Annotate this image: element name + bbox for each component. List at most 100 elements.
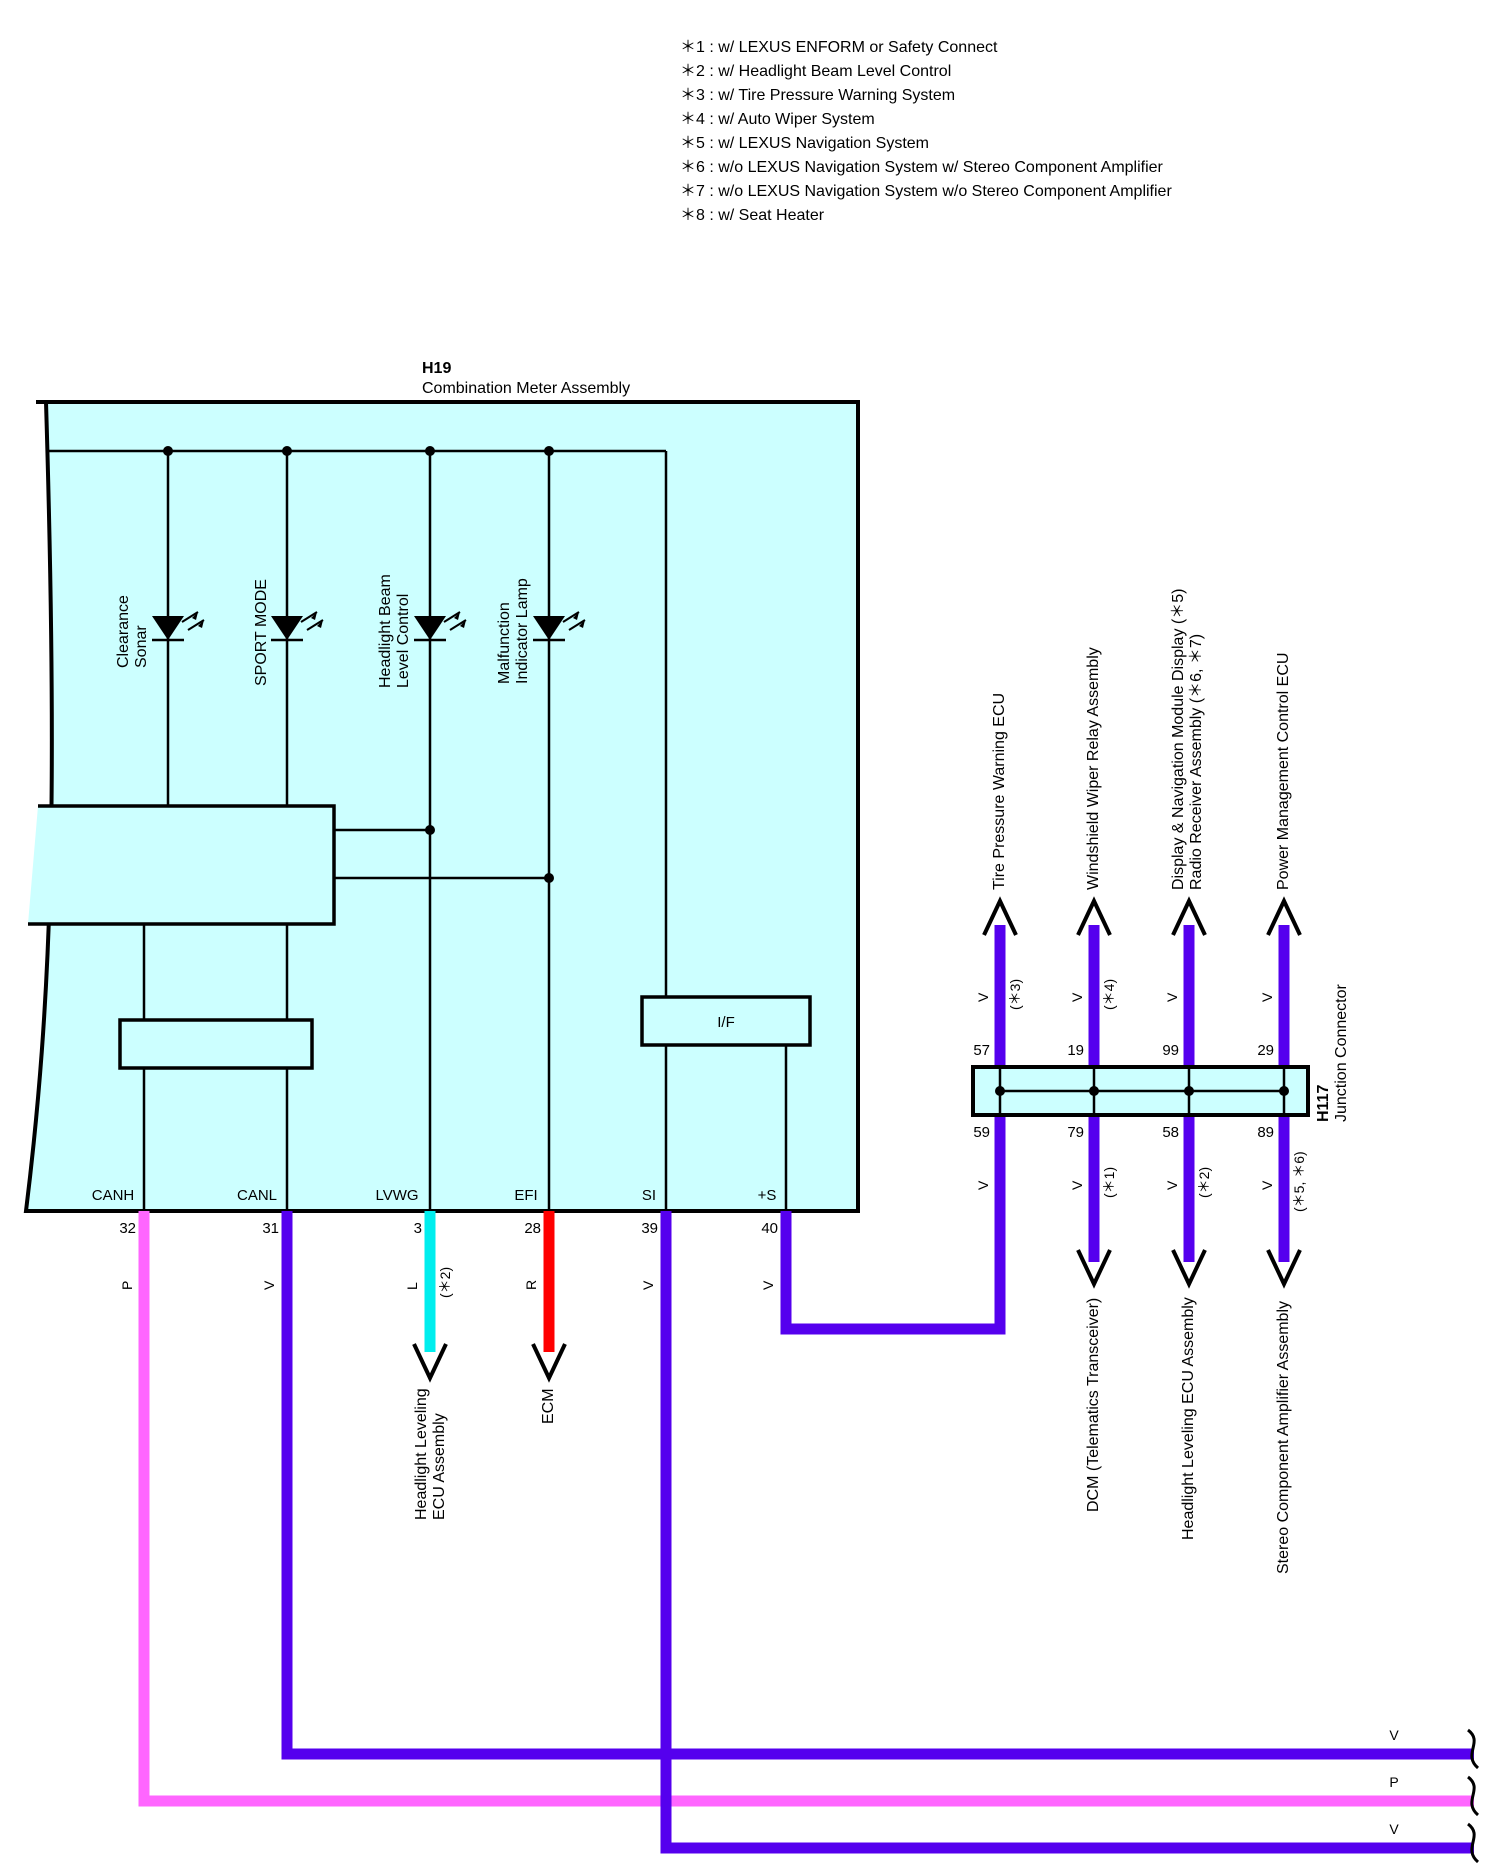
pin-28: 28 bbox=[524, 1220, 541, 1237]
led-clearance-sonar-icon bbox=[152, 611, 205, 642]
jc-pin-19: 19 bbox=[1067, 1042, 1084, 1059]
arrow-down-lvwg-icon bbox=[412, 1343, 448, 1383]
pin-32: 32 bbox=[119, 1220, 136, 1237]
junction-bottom-destinations: DCM (Telematics Transceiver) Headlight L… bbox=[1085, 1297, 1292, 1574]
note-5: ＊5 : w/ LEXUS Navigation System bbox=[680, 135, 929, 152]
svg-text:Radio Receiver Assembly (＊6, ＊: Radio Receiver Assembly (＊6, ＊7) bbox=[1188, 634, 1205, 890]
dest-power-management-ecu: Power Management Control ECU bbox=[1275, 653, 1292, 890]
jc-pin-58: 58 bbox=[1162, 1124, 1179, 1141]
jc-bottom-note-79: (＊1) bbox=[1101, 1167, 1117, 1198]
lamp-label-sport-mode: SPORT MODE bbox=[253, 579, 270, 686]
break-marks-icon bbox=[1466, 1728, 1480, 1864]
bus-label-canl: V bbox=[1389, 1727, 1399, 1743]
wire-canh bbox=[138, 1211, 1474, 1807]
junction-connector-h117: H117 Junction Connector 57 19 99 29 59 7… bbox=[971, 979, 1350, 1212]
can-transceiver-box bbox=[118, 1018, 314, 1070]
jc-pin-79: 79 bbox=[1067, 1124, 1084, 1141]
wire-plus-s bbox=[780, 925, 1006, 1335]
arrow-down-58-icon bbox=[1171, 1249, 1207, 1289]
led-malfunction-indicator-icon bbox=[533, 611, 586, 642]
jc-bottom-color-89: V bbox=[1259, 1180, 1275, 1190]
dest-windshield-wiper-relay: Windshield Wiper Relay Assembly bbox=[1085, 647, 1102, 890]
color-code-canh: P bbox=[119, 1281, 135, 1290]
jc-pin-89: 89 bbox=[1257, 1124, 1274, 1141]
svg-text:Clearance: Clearance bbox=[115, 595, 132, 668]
terminal-efi: EFI bbox=[514, 1187, 537, 1204]
meter-logic-module bbox=[28, 804, 336, 926]
note-3: ＊3 : w/ Tire Pressure Warning System bbox=[680, 87, 955, 104]
jc-pin-59: 59 bbox=[973, 1124, 990, 1141]
bus-label-si: V bbox=[1389, 1821, 1399, 1837]
pin-39: 39 bbox=[641, 1220, 658, 1237]
pin-31: 31 bbox=[262, 1220, 279, 1237]
terminal-canh: CANH bbox=[92, 1187, 135, 1204]
arrow-up-19-icon bbox=[1076, 896, 1112, 936]
dest-dcm-telematics: DCM (Telematics Transceiver) bbox=[1085, 1298, 1102, 1512]
svg-text:Headlight Leveling: Headlight Leveling bbox=[413, 1388, 430, 1520]
arrow-up-99-icon bbox=[1171, 896, 1207, 936]
svg-text:Sonar: Sonar bbox=[133, 625, 150, 668]
color-code-si: V bbox=[640, 1280, 656, 1290]
note-7: ＊7 : w/o LEXUS Navigation System w/o Ste… bbox=[680, 183, 1172, 200]
junction-code: H117 bbox=[1315, 1085, 1332, 1122]
combination-meter-assembly: H19 Combination Meter Assembly bbox=[23, 360, 860, 1237]
jc-top-note-19: (＊4) bbox=[1101, 979, 1117, 1010]
svg-text:SPORT MODE: SPORT MODE bbox=[253, 579, 270, 686]
dest-display-navigation-module: Display & Navigation Module Display (＊5)… bbox=[1170, 589, 1205, 890]
jc-bottom-color-59: V bbox=[975, 1180, 991, 1190]
terminal-canl: CANL bbox=[237, 1187, 277, 1204]
junction-top-destinations: Tire Pressure Warning ECU Windshield Wip… bbox=[991, 589, 1292, 890]
led-sport-mode-icon bbox=[271, 611, 324, 642]
note-6: ＊6 : w/o LEXUS Navigation System w/ Ster… bbox=[680, 159, 1164, 176]
jc-top-color-99: V bbox=[1164, 992, 1180, 1002]
junction-dots bbox=[163, 446, 554, 883]
jc-bottom-color-58: V bbox=[1164, 1180, 1180, 1190]
terminal-plus-s: +S bbox=[758, 1187, 777, 1204]
lamp-label-malfunction-indicator: Malfunction Indicator Lamp bbox=[496, 578, 531, 684]
terminal-lvwg: LVWG bbox=[375, 1187, 418, 1204]
arrow-up-57-icon bbox=[982, 896, 1018, 936]
note-1: ＊1 : w/ LEXUS ENFORM or Safety Connect bbox=[680, 39, 998, 56]
pin-40: 40 bbox=[761, 1220, 778, 1237]
jc-top-color-29: V bbox=[1259, 992, 1275, 1002]
arrow-down-79-icon bbox=[1076, 1249, 1112, 1289]
svg-text:Indicator Lamp: Indicator Lamp bbox=[514, 578, 531, 684]
jc-top-color-19: V bbox=[1069, 992, 1085, 1002]
bus-label-canh: P bbox=[1389, 1774, 1398, 1790]
wire-canl bbox=[281, 1211, 1474, 1760]
color-code-efi: R bbox=[523, 1280, 539, 1290]
color-code-lvwg: L bbox=[404, 1282, 420, 1290]
svg-text:Level Control: Level Control bbox=[395, 594, 412, 688]
note-2: ＊2 : w/ Headlight Beam Level Control bbox=[680, 63, 951, 80]
arrow-up-29-icon bbox=[1266, 896, 1302, 936]
wires bbox=[138, 925, 1474, 1854]
bus-continuation: V P V bbox=[1389, 1727, 1480, 1864]
jc-bottom-color-79: V bbox=[1069, 1180, 1085, 1190]
svg-text:Windshield Wiper Relay Assembl: Windshield Wiper Relay Assembly bbox=[1085, 647, 1102, 890]
wire-si bbox=[660, 1211, 1474, 1854]
jc-bottom-note-89: (＊5, ＊6) bbox=[1291, 1151, 1307, 1212]
jc-top-color-57: V bbox=[975, 992, 991, 1002]
meter-destinations: Headlight Leveling ECU Assembly ECM bbox=[413, 1388, 557, 1520]
svg-text:Display & Navigation Module Di: Display & Navigation Module Display (＊5) bbox=[1170, 589, 1187, 890]
color-code-plus-s: V bbox=[760, 1280, 776, 1290]
arrow-down-89-icon bbox=[1266, 1249, 1302, 1289]
jc-pin-99: 99 bbox=[1162, 1042, 1179, 1059]
svg-text:Malfunction: Malfunction bbox=[496, 602, 513, 684]
note-4: ＊4 : w/ Auto Wiper System bbox=[680, 111, 875, 128]
svg-text:Power Management Control ECU: Power Management Control ECU bbox=[1275, 653, 1292, 890]
dest-ecm: ECM bbox=[540, 1388, 557, 1424]
junction-name: Junction Connector bbox=[1333, 983, 1350, 1122]
junction-label: H117 Junction Connector bbox=[1315, 983, 1350, 1122]
wire-arrows bbox=[412, 896, 1302, 1383]
meter-wire-colors: P V L R V V (＊2) bbox=[119, 1267, 776, 1298]
notes-list: ＊1 : w/ LEXUS ENFORM or Safety Connect ＊… bbox=[680, 39, 1172, 224]
jc-top-note-57: (＊3) bbox=[1007, 979, 1023, 1010]
svg-text:Tire Pressure Warning ECU: Tire Pressure Warning ECU bbox=[991, 693, 1008, 890]
jc-pin-29: 29 bbox=[1257, 1042, 1274, 1059]
svg-text:Headlight Beam: Headlight Beam bbox=[377, 574, 394, 688]
if-box bbox=[640, 995, 812, 1047]
lvwg-note: (＊2) bbox=[437, 1267, 453, 1298]
terminal-si: SI bbox=[642, 1187, 656, 1204]
meter-name: Combination Meter Assembly bbox=[422, 380, 630, 397]
